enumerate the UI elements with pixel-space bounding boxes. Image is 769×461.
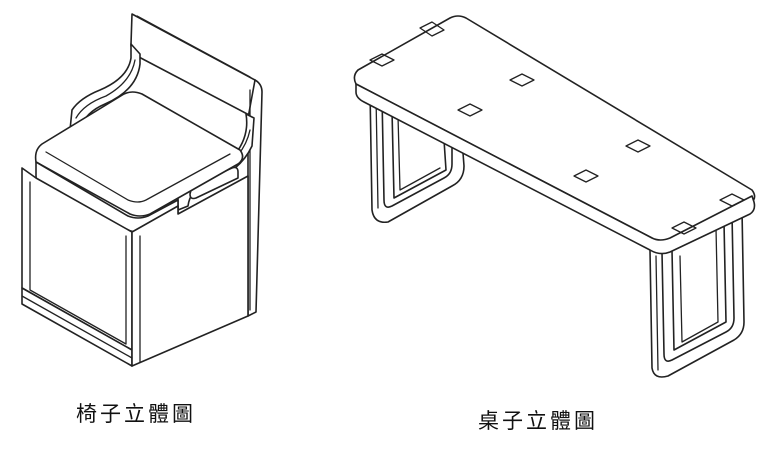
chair-drawing (21, 13, 263, 367)
table-caption: 桌子立體圖 (478, 409, 598, 433)
chair-caption: 椅子立體圖 (76, 402, 196, 426)
table-drawing (353, 15, 756, 378)
table-top (353, 15, 756, 255)
chair-body (21, 167, 249, 367)
table-top-slots (369, 21, 745, 235)
table-leg-right (649, 209, 745, 378)
